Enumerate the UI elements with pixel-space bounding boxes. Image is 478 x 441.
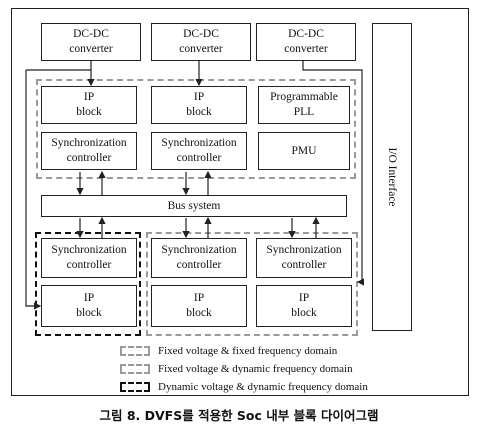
ip-block-top-1: IP block bbox=[41, 86, 137, 124]
dc-dc-converter-2: DC-DC converter bbox=[151, 23, 251, 61]
dc-dc-converter-1: DC-DC converter bbox=[41, 23, 141, 61]
programmable-pll: Programmable PLL bbox=[258, 86, 350, 124]
sync-controller-bottom-2: Synchronization controller bbox=[151, 238, 247, 278]
sync-controller-top-1: Synchronization controller bbox=[41, 132, 137, 170]
legend-label: Fixed voltage & dynamic frequency domain bbox=[158, 363, 353, 375]
sync-controller-bottom-1: Synchronization controller bbox=[41, 238, 137, 278]
left-feed bbox=[25, 70, 42, 310]
ip-block-top-2: IP block bbox=[151, 86, 247, 124]
ip-block-bottom-1: IP block bbox=[41, 285, 137, 327]
ip-block-bottom-2: IP block bbox=[151, 285, 247, 327]
legend-swatch-gray bbox=[120, 346, 150, 356]
pmu-block: PMU bbox=[258, 132, 350, 170]
conv3-route bbox=[302, 61, 363, 282]
bus-system: Bus system bbox=[41, 195, 347, 217]
legend-label: Fixed voltage & fixed frequency domain bbox=[158, 345, 338, 357]
legend-swatch-black bbox=[120, 382, 150, 392]
legend-item-dynamic-dynamic: Dynamic voltage & dynamic frequency doma… bbox=[120, 379, 368, 395]
ip-block-bottom-3: IP block bbox=[256, 285, 352, 327]
dc-dc-converter-3: DC-DC converter bbox=[256, 23, 356, 61]
figure-caption: 그림 8. DVFS를 적용한 Soc 내부 블록 다이어그램 bbox=[99, 408, 379, 423]
soc-boundary bbox=[11, 8, 469, 396]
sync-controller-top-2: Synchronization controller bbox=[151, 132, 247, 170]
legend-label: Dynamic voltage & dynamic frequency doma… bbox=[158, 381, 368, 393]
legend-item-fixed-fixed: Fixed voltage & fixed frequency domain bbox=[120, 343, 337, 359]
legend-swatch-gray bbox=[120, 364, 150, 374]
domain-dynamic-voltage bbox=[35, 232, 141, 336]
legend-item-fixed-dynamic: Fixed voltage & dynamic frequency domain bbox=[120, 361, 353, 377]
io-interface: I/O Interface bbox=[372, 23, 412, 331]
sync-controller-bottom-3: Synchronization controller bbox=[256, 238, 352, 278]
